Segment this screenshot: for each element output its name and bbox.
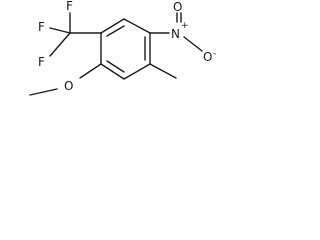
nitro-negative-charge: - <box>213 49 216 59</box>
ring-bond-1 <box>100 18 125 34</box>
methoxy-methyl-bond <box>29 88 58 96</box>
methoxy-ring-bond <box>79 63 102 79</box>
nitro-oxygen-right: O <box>203 50 212 64</box>
ring-bond-2 <box>123 18 151 34</box>
ring-bond-5 <box>100 63 125 80</box>
methoxy-oxygen: O <box>64 79 73 93</box>
nitro-nitrogen: N <box>171 27 180 41</box>
no-single-bond <box>183 36 203 52</box>
nitro-oxygen-top: O <box>173 0 182 14</box>
ring-double-bond-1 <box>106 25 125 37</box>
nitro-positive-charge: + <box>181 21 189 31</box>
methyl-ring-bond <box>149 63 177 79</box>
trifluoromethyl-group: F F F <box>38 0 102 69</box>
methyl-group <box>149 63 177 79</box>
fluorine-left: F <box>38 20 45 34</box>
cf-bond-bottom <box>49 32 71 57</box>
fluorine-top: F <box>66 0 73 13</box>
molecule-diagram: F F F N + O O - O <box>29 0 216 96</box>
nitro-group: N + O O - <box>149 0 216 64</box>
cf-bond-left <box>49 27 71 34</box>
ring-bond-4 <box>123 63 151 80</box>
structure-canvas: F F F N + O O - O <box>0 0 226 138</box>
fluorine-bottom: F <box>38 55 45 69</box>
methoxy-group: O <box>29 63 102 96</box>
benzene-ring <box>100 18 151 80</box>
ring-double-bond-3 <box>106 60 125 73</box>
